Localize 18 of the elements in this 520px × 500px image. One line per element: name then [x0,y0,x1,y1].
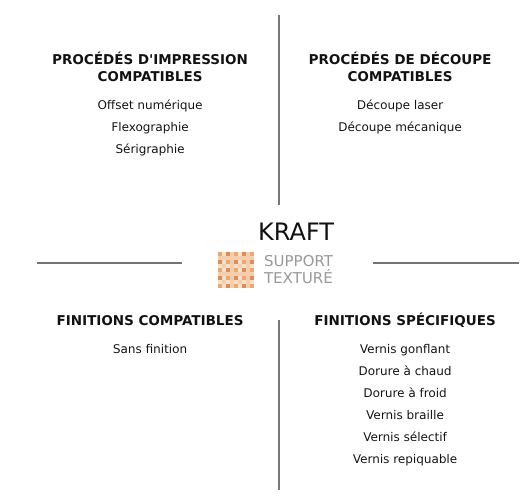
list-item: Flexographie [111,119,189,136]
list-item: Découpe laser [356,97,444,114]
section-heading: PROCÉDÉS DE DÉCOUPE COMPATIBLES [308,52,492,86]
list-item: Offset numérique [97,97,203,114]
material-title: KRAFT [258,218,334,246]
list-item: Vernis gonflant [360,341,450,358]
material-subtitle: SUPPORT TEXTURÉ [264,253,334,287]
section-heading: FINITIONS SPÉCIFIQUES [314,313,496,330]
list-item: Dorure à froid [363,385,447,402]
list-item: Vernis sélectif [363,429,447,446]
section-heading: FINITIONS COMPATIBLES [56,313,244,330]
list-item: Sans finition [112,341,188,358]
section-heading: PROCÉDÉS D'IMPRESSION COMPATIBLES [51,52,249,86]
list-item: Sérigraphie [115,141,185,158]
list-item: Dorure à chaud [358,363,452,380]
list-item: Vernis repiquable [352,451,458,468]
list-item: Découpe mécanique [338,119,462,136]
list-item: Vernis braille [366,407,444,424]
